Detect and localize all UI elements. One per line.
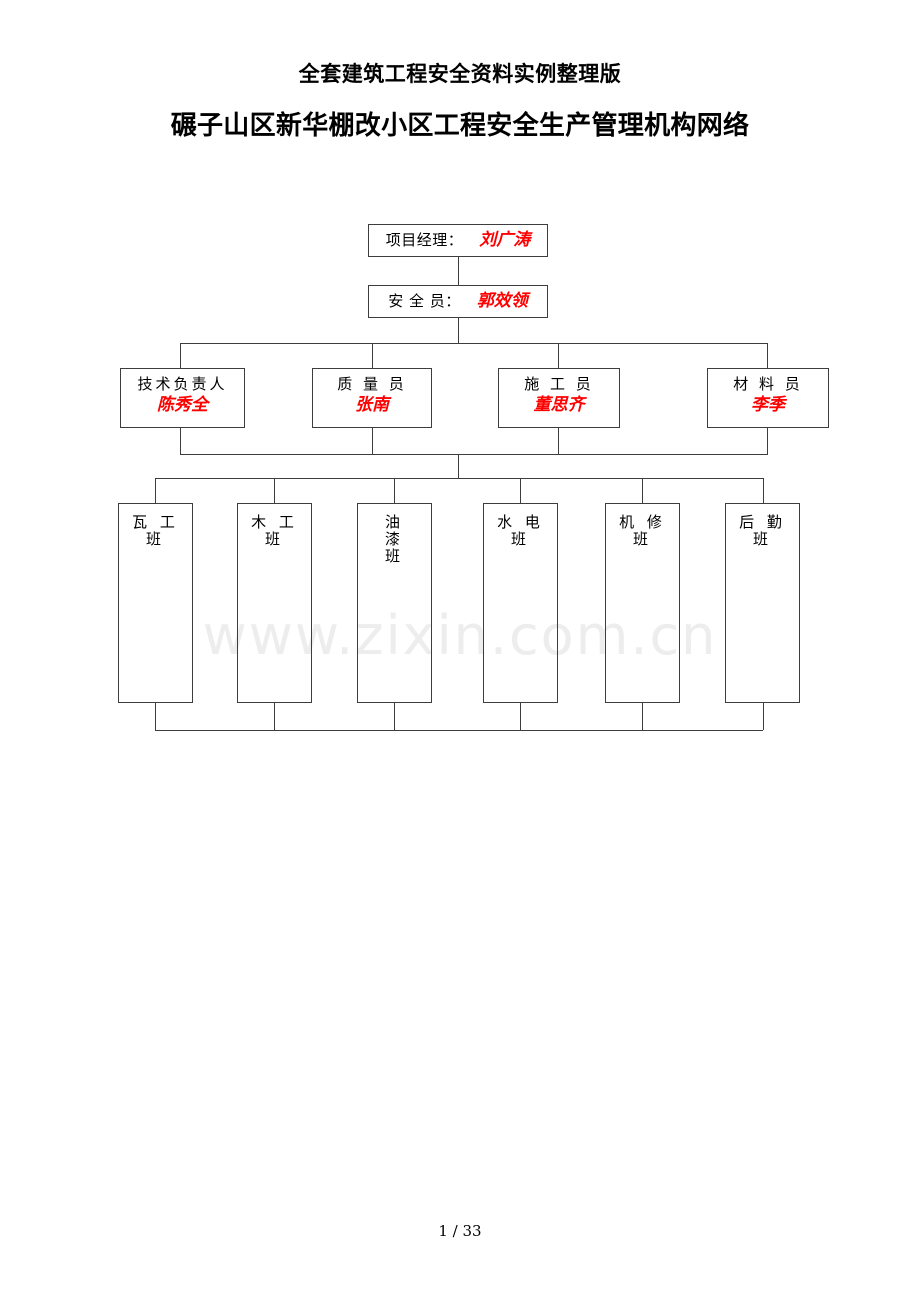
connector-drop-logistics [763, 478, 764, 503]
node-site-engineer[interactable]: 施 工 员 董思齐 [498, 368, 620, 428]
node-quality-inspector[interactable]: 质 量 员 张南 [312, 368, 432, 428]
page-number: 1 / 33 [438, 1222, 482, 1240]
node-role-label: 技术负责人 [137, 375, 228, 393]
connector-management-drop [458, 454, 459, 478]
team-line: 水 电 [497, 513, 544, 531]
connector-mason-bottom [155, 703, 156, 730]
node-role-label: 项目经理： [385, 231, 464, 250]
team-line: 木 工 [251, 513, 298, 531]
node-role-label: 质 量 员 [337, 375, 407, 393]
team-line: 瓦 工 [132, 513, 179, 531]
connector-safety-drop [458, 318, 459, 343]
node-safety-officer[interactable]: 安 全 员： 郭效领 [368, 285, 548, 318]
connector-drop-mechanic [642, 478, 643, 503]
team-line: 班 [384, 546, 404, 565]
connector-logistics-bottom [763, 703, 764, 730]
document-title: 全套建筑工程安全资料实例整理版 [298, 62, 622, 86]
connector-construction-down [558, 428, 559, 454]
node-person-name: 李季 [751, 394, 785, 415]
connector-tech-down [180, 428, 181, 454]
team-line: 班 [145, 529, 165, 548]
node-carpenter-crew[interactable]: 木 工 班 [237, 503, 312, 703]
connector-mechanic-bottom [642, 703, 643, 730]
document-subtitle: 碾子山区新华棚改小区工程安全生产管理机构网络 [170, 111, 750, 141]
connector-drop-material [767, 343, 768, 368]
connector-quality-down [372, 428, 373, 454]
connector-management-bus [180, 454, 768, 455]
connector-drop-construction [558, 343, 559, 368]
team-line: 油 [384, 513, 404, 531]
team-line: 班 [632, 529, 652, 548]
connector-crew-bus [155, 478, 763, 479]
node-electrical-crew[interactable]: 水 电 班 [483, 503, 558, 703]
node-person-name: 郭效领 [476, 290, 528, 311]
connector-drop-quality [372, 343, 373, 368]
connector-electrical-bottom [520, 703, 521, 730]
node-project-manager[interactable]: 项目经理： 刘广涛 [368, 224, 548, 257]
node-mason-crew[interactable]: 瓦 工 班 [118, 503, 193, 703]
node-painter-crew[interactable]: 油 漆 班 [357, 503, 432, 703]
node-material-officer[interactable]: 材 料 员 李季 [707, 368, 829, 428]
connector-crew-bottom-bus [155, 730, 763, 731]
team-line: 后 勤 [739, 513, 786, 531]
node-mechanic-crew[interactable]: 机 修 班 [605, 503, 680, 703]
connector-level3-bus [180, 343, 768, 344]
node-role-label: 施 工 员 [524, 375, 594, 393]
connector-drop-electrical [520, 478, 521, 503]
connector-material-down [767, 428, 768, 454]
connector-drop-tech [180, 343, 181, 368]
connector-carpenter-bottom [274, 703, 275, 730]
team-line: 漆 [384, 529, 404, 548]
connector-drop-painter [394, 478, 395, 503]
node-person-name: 陈秀全 [157, 394, 208, 415]
team-line: 班 [752, 529, 772, 548]
node-person-name: 刘广涛 [479, 229, 531, 250]
connector-drop-mason [155, 478, 156, 503]
node-person-name: 张南 [355, 394, 389, 415]
node-role-label: 材 料 员 [733, 375, 803, 393]
node-logistics-crew[interactable]: 后 勤 班 [725, 503, 800, 703]
connector-drop-carpenter [274, 478, 275, 503]
node-role-label: 安 全 员： [388, 292, 461, 311]
team-line: 班 [264, 529, 284, 548]
team-line: 机 修 [619, 513, 666, 531]
team-line: 班 [510, 529, 530, 548]
connector-pm-to-safety [458, 257, 459, 285]
node-technical-lead[interactable]: 技术负责人 陈秀全 [120, 368, 245, 428]
connector-painter-bottom [394, 703, 395, 730]
node-person-name: 董思齐 [533, 394, 585, 415]
